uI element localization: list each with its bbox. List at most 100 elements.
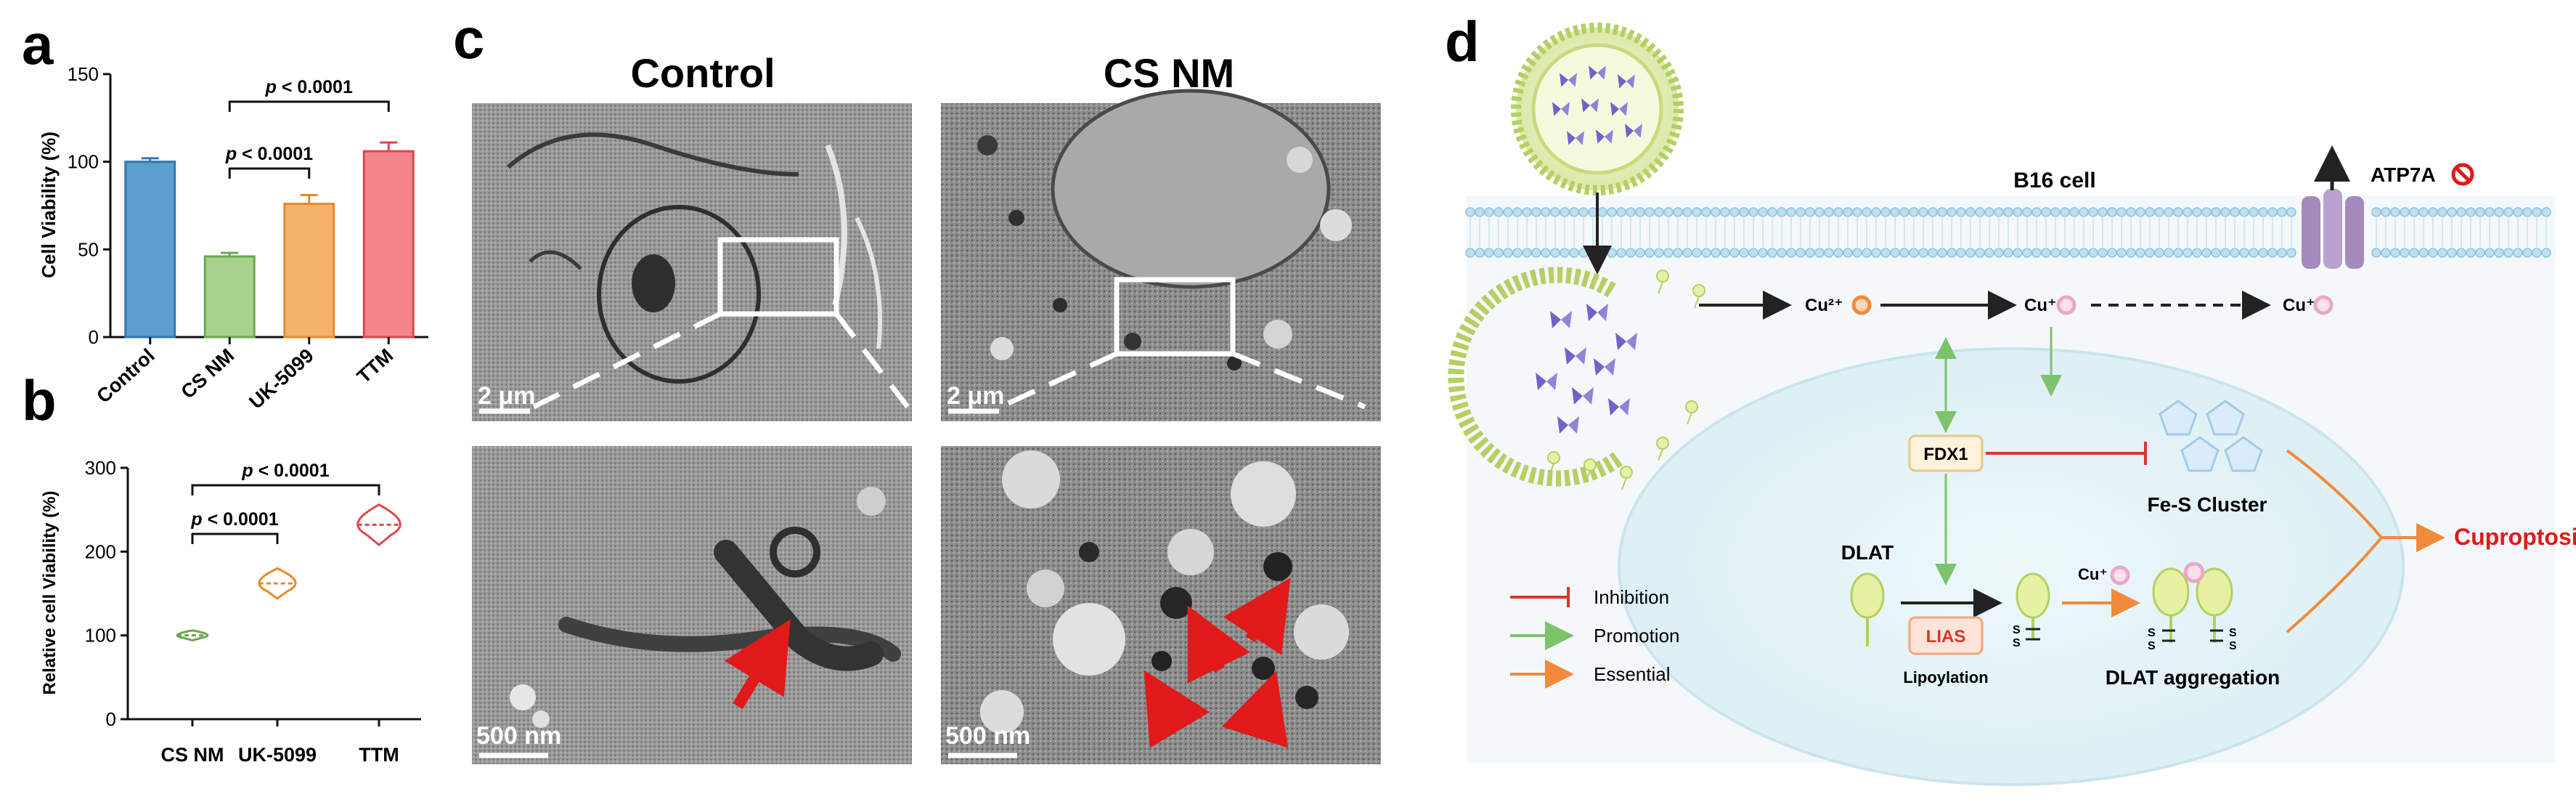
free-lipid-tail [1658, 448, 1663, 461]
drug-molecule-icon [1619, 398, 1630, 416]
lipid-head [2494, 207, 2504, 217]
cu1-export-label: Cu⁺ [2283, 296, 2315, 315]
lipid-head [2400, 207, 2410, 217]
lipid-head [1937, 248, 1947, 258]
lipid-head [1975, 248, 1985, 258]
lipid-head [2249, 207, 2259, 217]
free-lipid-icon [1620, 466, 1633, 479]
chart-b-pvalue: p < 0.0001 [190, 509, 278, 530]
lipid-head [2041, 207, 2051, 217]
lipid-head [1673, 248, 1683, 258]
lipid-head [1871, 248, 1881, 258]
chart-a-pvalue-p: p [225, 144, 237, 164]
lipid-head [1852, 207, 1862, 217]
drug-molecule-icon [1536, 373, 1546, 390]
lipid-head [2211, 207, 2221, 217]
lipid-head [1720, 207, 1730, 217]
lipid-head [2145, 207, 2155, 217]
lipid-head [1805, 248, 1815, 258]
lipid-head [1550, 248, 1560, 258]
chart-a-pvalue: p < 0.0001 [225, 144, 313, 164]
lipid-head [1522, 248, 1532, 258]
chart-b-pvalue: p < 0.0001 [241, 461, 329, 481]
chart-b-bracket [191, 484, 380, 495]
lipid-head [1956, 248, 1966, 258]
lipid-head [1720, 248, 1730, 258]
lipid-head [2069, 207, 2079, 217]
lipid-head [2485, 248, 2495, 258]
panel-letter-a: a [22, 12, 54, 76]
dlat-protein-icon [1850, 572, 1885, 647]
lipid-head [2239, 248, 2249, 258]
drug-molecule-icon [1605, 358, 1615, 376]
chart-b-xtick-label: UK-5099 [238, 744, 317, 766]
lipid-head [1522, 207, 1532, 217]
lipid-head [1560, 248, 1570, 258]
lipid-head [1862, 207, 1872, 217]
lipid-head [2466, 248, 2476, 258]
drug-molecule-icon [1568, 416, 1579, 434]
lipid-head [2456, 207, 2466, 217]
free-lipid-tail [1621, 477, 1627, 490]
lipid-head [2050, 207, 2061, 217]
lipid-head [1701, 207, 1711, 217]
chart-a-xtick-label: UK-5099 [245, 344, 317, 413]
lipid-head [1635, 207, 1645, 217]
chart-b-pvalue-p: p [190, 509, 202, 530]
fes-label: Fe-S Cluster [2148, 493, 2267, 516]
drug-molecule-icon [1560, 73, 1568, 87]
lipid-head [1947, 248, 1957, 258]
lipid-head [2164, 207, 2174, 217]
chart-a-ytick-label: 100 [68, 151, 99, 173]
lipid-head [1663, 248, 1674, 258]
lipid-head [1918, 248, 1928, 258]
dlat-aggregation-label: DLAT aggregation [2106, 666, 2281, 689]
lipid-head [1928, 207, 1938, 217]
lipid-head [2022, 207, 2032, 217]
lipid-head [2088, 248, 2098, 258]
atp7a-transporter [2302, 145, 2364, 269]
lipid-head [2494, 248, 2504, 258]
lipid-head [1682, 248, 1692, 258]
endocytosed-vesicle [1448, 267, 1705, 490]
lipid-head [1578, 207, 1589, 217]
free-lipid-tail [1694, 296, 1700, 309]
lipid-head [1758, 248, 1768, 258]
lipid-head [1654, 207, 1664, 217]
panel-d-schematic: ATP7A B16 cell Cu²⁺ Cu⁺ Cu⁺ [1448, 23, 2576, 786]
cu2-label: Cu²⁺ [1805, 296, 1843, 315]
lipid-head [1512, 248, 1523, 258]
chart-b-pvalue-p: p [241, 461, 253, 481]
lipid-head [2428, 207, 2438, 217]
cu1-ion-icon [2056, 295, 2076, 315]
chart-b-xtick-label: CS NM [161, 744, 224, 766]
drug-molecule-icon [1572, 387, 1583, 405]
lipid-head [2456, 248, 2466, 258]
lipid-head [1909, 207, 1919, 217]
lipid-head [1947, 207, 1957, 217]
lipid-head [1503, 207, 1513, 217]
drug-molecule-icon [1594, 358, 1605, 376]
chart-a-bracket [228, 100, 390, 112]
lipid-head [2220, 248, 2230, 258]
drug-molecule-icon [1597, 65, 1606, 80]
lipid-head [2192, 248, 2202, 258]
lipid-head [1748, 248, 1758, 258]
lipid-head [2088, 207, 2098, 217]
drug-molecule-icon [1576, 347, 1586, 365]
lipid-head [1975, 207, 1985, 217]
lipid-head [2182, 248, 2193, 258]
lipid-head [1843, 207, 1853, 217]
chart-a-ytick-label: 0 [89, 326, 99, 348]
drug-molecule-icon [1552, 102, 1561, 116]
lipid-head [1965, 248, 1976, 258]
lipid-head [1682, 207, 1692, 217]
lipid-head [1843, 248, 1853, 258]
lipid-head [1484, 248, 1494, 258]
lipid-head [1569, 207, 1579, 217]
lipid-head [1578, 248, 1589, 258]
lipid-head [2286, 207, 2296, 217]
lipid-head [1465, 207, 1475, 217]
lipid-head [1493, 207, 1504, 217]
lipid-head [1852, 248, 1862, 258]
